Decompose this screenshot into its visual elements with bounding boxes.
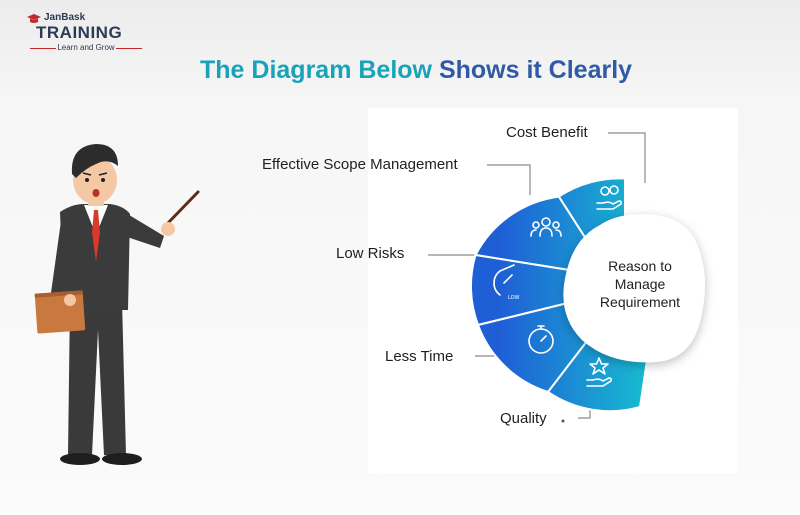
title-part-2: Shows it Clearly: [438, 56, 633, 84]
hand-coins-icon: [596, 185, 623, 210]
center-shape: [563, 214, 705, 363]
graduation-cap-icon: [27, 14, 41, 23]
brand-tagline: Learn and Grow: [26, 43, 146, 52]
center-label: Reason to Manage Requirement: [599, 258, 681, 310]
presenter-illustration: [34, 144, 200, 465]
stopwatch-icon: [528, 325, 554, 354]
gauge-low-icon: LOW: [493, 264, 520, 301]
label-less-time: Less Time: [385, 348, 454, 365]
leader-scope: [487, 164, 531, 195]
quality-dot: [561, 419, 565, 423]
brand-name-top: JanBask: [44, 12, 86, 23]
leader-cost-benefit: [608, 132, 646, 183]
title-part-1: The Diagram Below: [200, 56, 432, 84]
label-cost-benefit: Cost Benefit: [506, 124, 588, 141]
brand-logo: JanBask TRAINING Learn and Grow: [26, 12, 146, 52]
team-icon: [530, 217, 562, 237]
brand-name-main: TRAINING: [36, 23, 123, 42]
label-quality: Quality: [500, 410, 547, 427]
page-title: The Diagram Below Shows it Clearly: [200, 56, 632, 85]
svg-text:LOW: LOW: [508, 295, 520, 301]
hand-star-icon: [586, 357, 613, 387]
label-effective-scope-management: Effective Scope Management: [262, 156, 458, 173]
label-low-risks: Low Risks: [336, 245, 405, 262]
